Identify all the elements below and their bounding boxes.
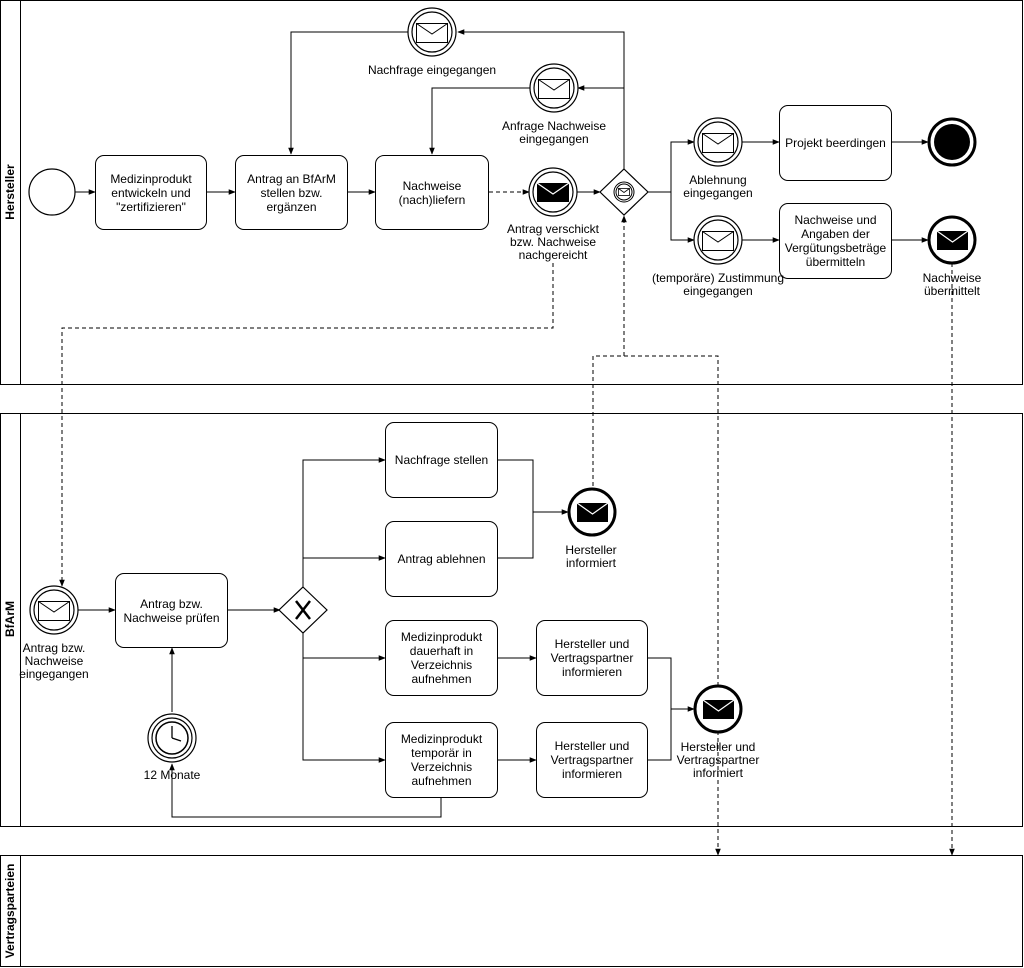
task-informieren-1[interactable]: Hersteller und Vertragspartner informier… <box>536 620 648 696</box>
task-antrag-stellen[interactable]: Antrag an BfArM stellen bzw. ergänzen <box>235 155 348 230</box>
label-timer-12-monate: 12 Monate <box>143 768 201 782</box>
end-event-nachweise-uebermittelt <box>927 215 977 265</box>
exclusive-gateway <box>278 586 328 634</box>
timer-event <box>147 713 197 763</box>
end-event-terminate <box>927 117 977 167</box>
task-verguetung-uebermitteln[interactable]: Nachweise und Angaben der Vergütungsbetr… <box>779 203 892 279</box>
task-medizinprodukt-entwickeln[interactable]: Medizinprodukt entwickeln und "zertifizi… <box>95 155 207 230</box>
lane-bfarm <box>0 413 1023 827</box>
catch-event-anfrage <box>529 63 579 113</box>
event-based-gateway <box>599 168 649 216</box>
label-ablehnung-eingegangen: Ablehnung eingegangen <box>683 173 753 200</box>
throw-event-verschickt <box>528 167 578 217</box>
lane-title-vertragsparteien: Vertragsparteien <box>3 863 17 959</box>
lane-vertragsparteien <box>0 855 1023 967</box>
task-dauerhaft-aufnehmen[interactable]: Medizinprodukt dauerhaft in Verzeichnis … <box>385 620 498 696</box>
start-event-antrag-eingegangen <box>29 585 79 635</box>
label-anfrage-nachweise: Anfrage Nachweise eingegangen <box>501 119 607 146</box>
label-zustimmung-eingegangen: (temporäre) Zustimmung eingegangen <box>651 271 785 298</box>
lane-hersteller <box>0 0 1023 385</box>
label-antrag-eingegangen: Antrag bzw. Nachweise eingegangen <box>19 641 89 681</box>
end-event-vertragspartner-informiert <box>693 684 743 734</box>
end-event-hersteller-informiert <box>567 487 617 537</box>
label-nachweise-uebermittelt: Nachweise übermittelt <box>922 271 982 298</box>
task-informieren-2[interactable]: Hersteller und Vertragspartner informier… <box>536 722 648 798</box>
task-projekt-beerdingen[interactable]: Projekt beerdingen <box>779 105 892 181</box>
label-antrag-verschickt: Antrag verschickt bzw. Nachweise nachger… <box>506 222 600 262</box>
task-nachfrage-stellen[interactable]: Nachfrage stellen <box>385 422 498 498</box>
catch-event-zustimmung <box>693 215 743 265</box>
label-vertragspartner-informiert: Hersteller und Vertragspartner informier… <box>676 740 760 780</box>
label-nachfrage-eingegangen: Nachfrage eingegangen <box>367 63 497 77</box>
catch-event-nachfrage <box>407 7 457 57</box>
label-hersteller-informiert: Hersteller informiert <box>565 543 617 570</box>
task-antrag-ablehnen[interactable]: Antrag ablehnen <box>385 521 498 597</box>
task-antrag-pruefen[interactable]: Antrag bzw. Nachweise prüfen <box>115 573 228 648</box>
lane-title-hersteller: Hersteller <box>3 164 17 220</box>
start-event-hersteller <box>28 168 76 216</box>
task-nachweise-liefern[interactable]: Nachweise (nach)liefern <box>375 155 489 230</box>
task-temporaer-aufnehmen[interactable]: Medizinprodukt temporär in Verzeichnis a… <box>385 722 498 798</box>
catch-event-ablehnung <box>693 117 743 167</box>
